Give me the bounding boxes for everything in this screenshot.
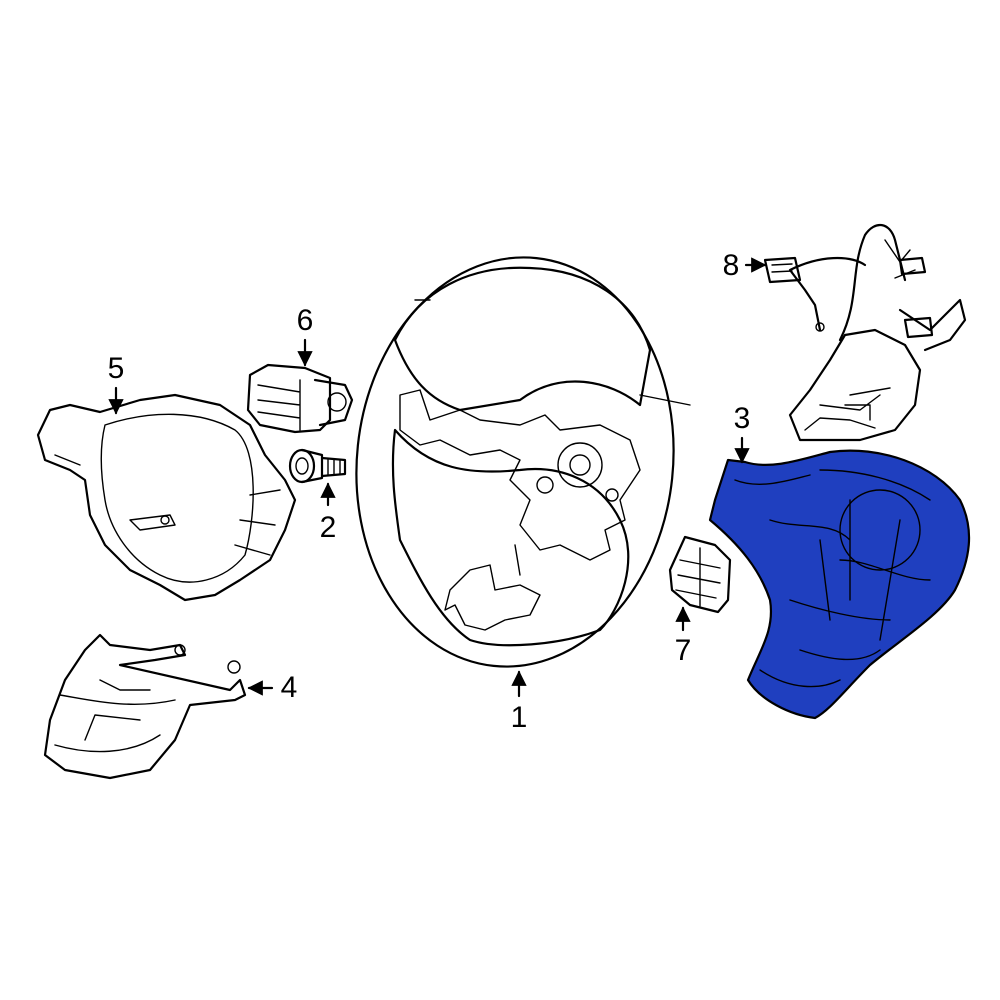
leader-lines xyxy=(108,257,767,698)
callout-4: 4 xyxy=(281,671,298,704)
callout-1: 1 xyxy=(511,701,528,734)
callout-labels: 1 2 3 4 5 6 7 8 xyxy=(108,249,751,734)
part-6-switch[interactable] xyxy=(246,363,354,434)
callout-7: 7 xyxy=(675,634,692,667)
airbag-cover xyxy=(708,449,971,720)
callout-8: 8 xyxy=(723,249,740,282)
callout-5: 5 xyxy=(108,352,125,385)
callout-3: 3 xyxy=(734,402,751,435)
part-2-bolt[interactable] xyxy=(288,448,347,484)
callout-2: 2 xyxy=(320,511,337,544)
part-7-switch[interactable] xyxy=(668,535,732,614)
part-1-steering-wheel[interactable] xyxy=(336,242,693,683)
part-3-airbag-module[interactable] xyxy=(708,449,971,720)
part-8-clock-spring[interactable] xyxy=(763,224,967,442)
part-4-lower-cover[interactable] xyxy=(43,633,247,780)
part-5-bezel-trim[interactable] xyxy=(36,393,297,602)
callout-6: 6 xyxy=(297,304,314,337)
